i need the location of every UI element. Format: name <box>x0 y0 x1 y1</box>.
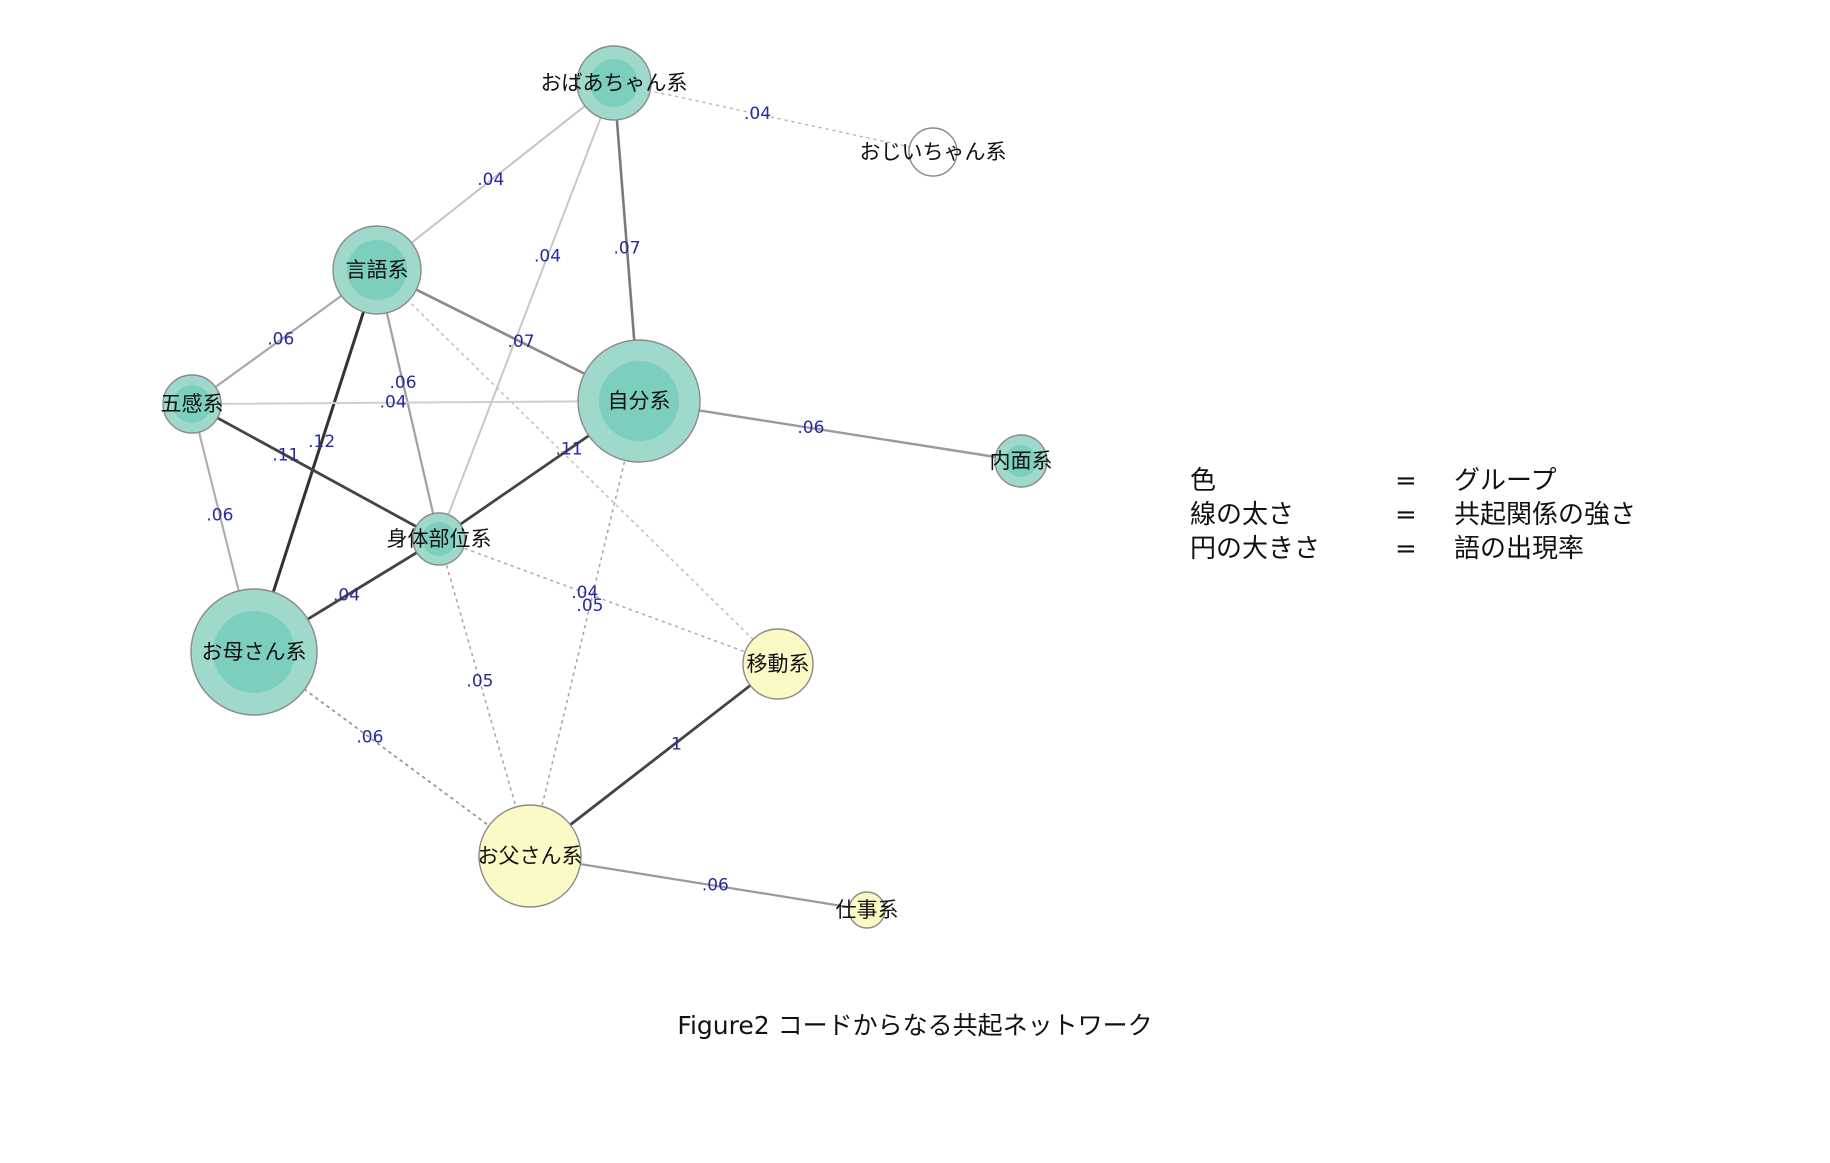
legend-meaning: 共起関係の強さ <box>1454 500 1637 530</box>
edge-label-gengo-jibun: .07 <box>508 332 535 352</box>
edge-label-shintai-otousan: .05 <box>466 672 493 692</box>
edge-shintai-otousan <box>438 538 531 857</box>
node-circle <box>848 891 886 929</box>
co-occurrence-network: おばあちゃん系おじいちゃん系言語系五感系 自分系内面系身体部位系お母さん系移動系お… <box>161 45 1053 929</box>
nodes-layer: おばあちゃん系おじいちゃん系言語系五感系 自分系内面系身体部位系お母さん系移動系お… <box>161 45 1053 929</box>
legend-term: 色 <box>1190 466 1217 496</box>
legend-meaning: 語の出現率 <box>1454 534 1585 564</box>
edge-label-jibun-naimen: .06 <box>797 418 824 438</box>
edge-label-okaasan-otousan: .06 <box>356 728 383 748</box>
edge-gengo-okaasan <box>252 268 379 654</box>
node-label: 仕事系 <box>836 898 899 922</box>
node-core <box>347 240 407 300</box>
node-core <box>599 361 679 441</box>
edge-label-idou-otousan: .1 <box>666 735 682 755</box>
edges-layer <box>190 81 1023 912</box>
node-shigoto: 仕事系 <box>836 891 899 929</box>
edge-label-obaachan-gengo: .04 <box>477 170 504 190</box>
edge-gengo-idou <box>376 269 779 665</box>
node-circle <box>478 804 582 908</box>
edge-label-obaachan-jibun: .07 <box>613 238 640 258</box>
edge-labels-layer: .04.04.07.04.06.07.12.06.04.11.06.06.11.… <box>206 104 824 896</box>
node-gengo: 言語系 <box>332 225 422 315</box>
edge-label-otousan-shigoto: .06 <box>702 876 729 896</box>
edge-jibun-otousan <box>529 400 640 857</box>
edge-obaachan-gengo <box>376 82 615 271</box>
edge-label-jibun-shintai: .11 <box>555 439 582 459</box>
node-core <box>173 385 211 423</box>
node-label: おじいちゃん系 <box>860 140 1007 164</box>
legend-equals: = <box>1395 534 1417 564</box>
node-label: お父さん系 <box>478 844 583 868</box>
node-core <box>590 59 638 107</box>
node-shintai: 身体部位系 <box>387 512 492 566</box>
legend-term: 円の大きさ <box>1190 534 1321 564</box>
node-label: 自分系 <box>608 389 671 413</box>
edge-label-shintai-idou: .04 <box>571 583 598 603</box>
node-label: 身体部位系 <box>387 527 492 551</box>
edge-label-gokan-jibun: .04 <box>380 393 407 413</box>
edge-gokan-jibun <box>191 400 640 405</box>
node-okaasan: お母さん系 <box>190 588 318 716</box>
edge-label-gokan-shintai: .11 <box>272 445 299 465</box>
edge-label-gengo-gokan: .06 <box>267 330 294 350</box>
node-label: 移動系 <box>747 652 810 676</box>
edge-label-gokan-okaasan: .06 <box>206 506 233 526</box>
edge-label-gengo-okaasan: .12 <box>308 432 335 452</box>
node-label: 五感系 <box>161 392 224 416</box>
edge-obaachan-ojiichan <box>613 82 934 153</box>
node-label: 内面系 <box>990 449 1053 473</box>
node-circle <box>742 628 814 700</box>
node-label: 言語系 <box>346 258 409 282</box>
edge-label-gengo-shintai: .06 <box>390 373 417 393</box>
node-label: おばあちゃん系 <box>541 71 688 95</box>
edge-label-shintai-okaasan: .04 <box>333 586 360 606</box>
node-core <box>422 522 456 556</box>
edge-label-obaachan-ojiichan: .04 <box>744 104 771 124</box>
edge-label-obaachan-shintai: .04 <box>534 246 561 266</box>
node-otousan: お父さん系 <box>478 804 583 908</box>
node-core <box>213 611 295 693</box>
edge-gengo-shintai <box>375 268 441 541</box>
legend-meaning: グループ <box>1454 466 1557 496</box>
edge-jibun-naimen <box>637 399 1023 463</box>
figure-caption: Figure2 コードからなる共起ネットワーク <box>677 1011 1153 1040</box>
edge-obaachan-shintai <box>438 82 615 540</box>
edge-idou-otousan <box>528 662 780 858</box>
node-label: お母さん系 <box>202 640 307 664</box>
node-core <box>1005 445 1037 477</box>
node-gokan: 五感系 <box>161 374 224 434</box>
edge-gokan-shintai <box>190 402 441 541</box>
node-obaachan: おばあちゃん系 <box>541 45 688 121</box>
node-naimen: 内面系 <box>990 434 1053 488</box>
legend-equals: = <box>1395 466 1417 496</box>
node-ojiichan: おじいちゃん系 <box>860 127 1007 177</box>
node-jibun: 自分系 <box>577 339 701 463</box>
edge-otousan-shigoto <box>528 854 869 912</box>
edge-shintai-idou <box>438 538 779 665</box>
legend-equals: = <box>1395 500 1417 530</box>
node-idou: 移動系 <box>742 628 814 700</box>
legend-term: 線の太さ <box>1190 500 1295 530</box>
node-circle <box>908 127 958 177</box>
edge-label-jibun-otousan: .05 <box>576 596 603 616</box>
